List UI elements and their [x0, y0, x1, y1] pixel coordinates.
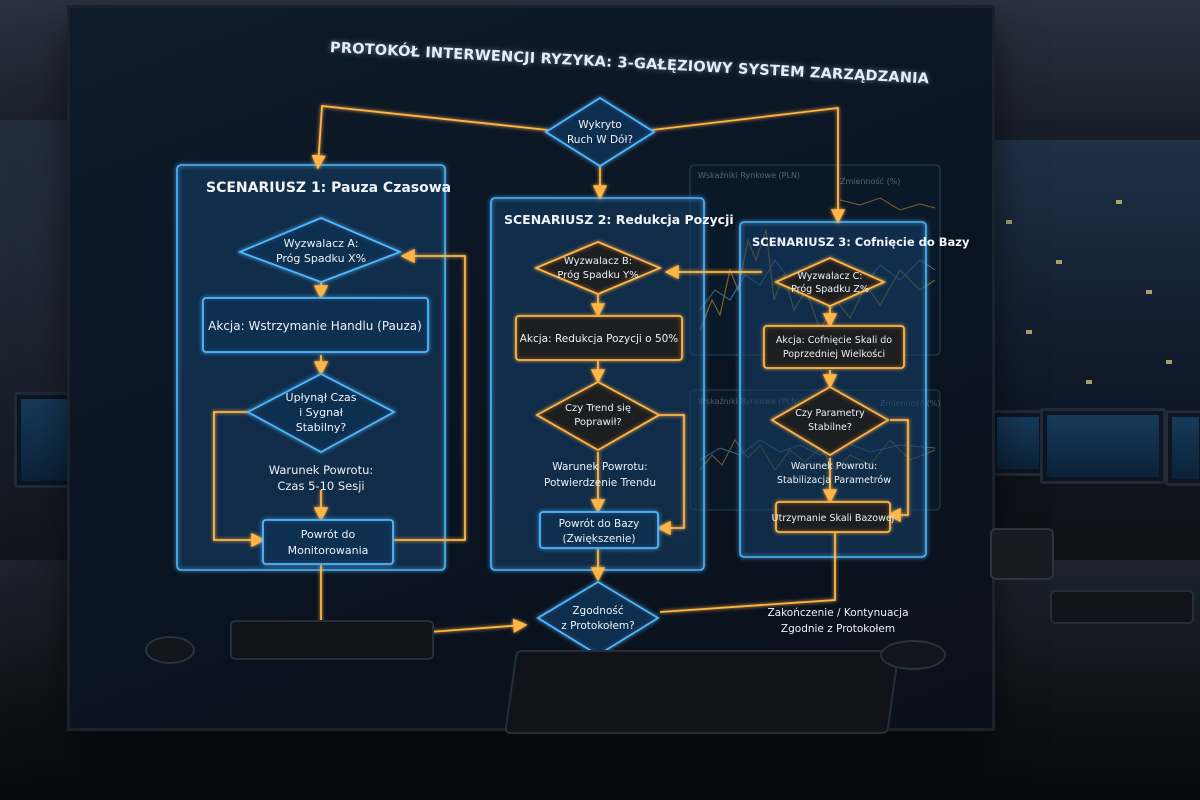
top-decision-line-1: Wykryto: [578, 119, 622, 131]
s1-end-line-1: Powrót do: [301, 528, 356, 541]
desk-phone: [990, 528, 1054, 580]
s1-check-line-1: Upłynął Czas: [286, 391, 357, 404]
s1-end-line-2: Monitorowania: [288, 544, 369, 557]
chart-label-market: Wskaźniki Rynkowe (PLN): [698, 171, 800, 180]
s2-end-line-2: (Zwiększenie): [563, 533, 636, 545]
keyboard-right: [1050, 590, 1194, 624]
s1-trigger-line-1: Wyzwalacz A:: [284, 237, 359, 250]
s1-return-line-2: Czas 5-10 Sesji: [277, 479, 364, 493]
top-decision-line-2: Ruch W Dół?: [567, 134, 633, 146]
scenario-3-return-condition: Warunek Powrotu: Stabilizacja Parametrów: [777, 461, 891, 486]
s3-trigger-line-2: Próg Spadku Z%: [791, 284, 869, 295]
city-window: [960, 140, 1200, 440]
chart-label-volatility: Zmienność (%): [840, 176, 900, 186]
s1-trigger-line-2: Próg Spadku X%: [276, 252, 366, 265]
scenario-3-check: Czy Parametry Stabilne?: [770, 385, 890, 457]
s3-check-line-1: Czy Parametry: [795, 408, 865, 419]
keyboard-main: [504, 650, 900, 734]
s2-check-line-2: Poprawił?: [574, 417, 622, 428]
scenario-3-title: SCENARIUSZ 3: Cofnięcie do Bazy: [752, 235, 970, 249]
scenario-1-action: Akcja: Wstrzymanie Handlu (Pauza): [202, 297, 429, 353]
scenario-1-return-condition: Warunek Powrotu: Czas 5-10 Sesji: [269, 463, 374, 493]
scenario-1-check: Upłynął Czas i Sygnał Stabilny?: [246, 372, 396, 454]
s1-check-line-2: i Sygnał: [299, 406, 344, 419]
s1-check-line-3: Stabilny?: [296, 421, 347, 434]
mouse-left: [145, 636, 195, 664]
final-note-line-2: Zgodnie z Protokołem: [781, 623, 895, 635]
s3-check-line-2: Stabilne?: [808, 422, 852, 433]
scenario-2-return-condition: Warunek Powrotu: Potwierdzenie Trendu: [544, 461, 656, 489]
s3-action-line-1: Akcja: Cofnięcie Skali do: [776, 335, 892, 346]
s1-action-text: Akcja: Wstrzymanie Handlu (Pauza): [208, 319, 422, 333]
s3-return-line-1: Warunek Powrotu:: [791, 461, 877, 472]
connectors: [213, 105, 909, 641]
bottom-decision-node: Zgodność z Protokołem?: [536, 580, 660, 657]
scenario-3-trigger: Wyzwalacz C: Próg Spadku Z%: [773, 257, 887, 307]
scenario-1-trigger: Wyzwalacz A: Próg Spadku X%: [237, 217, 403, 283]
top-decision-node: Wykryto Ruch W Dół?: [544, 96, 656, 168]
scenario-1-panel: SCENARIUSZ 1: Pauza Czasowa: [176, 164, 451, 571]
s1-return-line-1: Warunek Powrotu:: [269, 463, 374, 477]
scenario-2-trigger: Wyzwalacz B: Próg Spadku Y%: [533, 241, 663, 295]
s2-end-line-1: Powrót do Bazy: [559, 518, 640, 530]
s3-return-line-2: Stabilizacja Parametrów: [777, 475, 891, 486]
scenario-3-action: Akcja: Cofnięcie Skali do Poprzedniej Wi…: [763, 325, 905, 369]
s3-action-line-2: Poprzedniej Wielkości: [783, 349, 885, 360]
keyboard-left: [230, 620, 434, 660]
scenario-2-title: SCENARIUSZ 2: Redukcja Pozycji: [504, 212, 734, 227]
scenario-2-action: Akcja: Redukcja Pozycji o 50%: [515, 315, 683, 361]
bottom-decision-line-1: Zgodność: [572, 605, 623, 617]
s3-end-text: Utrzymanie Skali Bazowej: [772, 513, 895, 524]
bottom-decision-line-2: z Protokołem?: [561, 620, 634, 632]
final-note-line-1: Zakończenie / Kontynuacja: [767, 607, 908, 619]
scenario-2-end: Powrót do Bazy (Zwiększenie): [539, 511, 659, 549]
scenario-1-title: SCENARIUSZ 1: Pauza Czasowa: [206, 180, 451, 196]
final-note: Zakończenie / Kontynuacja Zgodnie z Prot…: [767, 607, 908, 635]
scenario-1-end: Powrót do Monitorowania: [262, 519, 394, 565]
s2-trigger-line-2: Próg Spadku Y%: [557, 269, 638, 281]
s3-trigger-line-1: Wyzwalacz C:: [798, 271, 863, 282]
s2-check-line-1: Czy Trend się: [565, 403, 631, 414]
s2-action-text: Akcja: Redukcja Pozycji o 50%: [520, 333, 679, 345]
background-monitor: [1165, 410, 1200, 486]
s2-return-line-2: Potwierdzenie Trendu: [544, 477, 656, 489]
s2-trigger-line-1: Wyzwalacz B:: [564, 256, 632, 267]
s2-return-line-1: Warunek Powrotu:: [552, 461, 647, 473]
mouse-right: [880, 640, 946, 670]
scenario-2-check: Czy Trend się Poprawił?: [535, 380, 661, 452]
background-monitor: [1040, 408, 1166, 484]
scenario-3-end: Utrzymanie Skali Bazowej: [772, 501, 895, 533]
